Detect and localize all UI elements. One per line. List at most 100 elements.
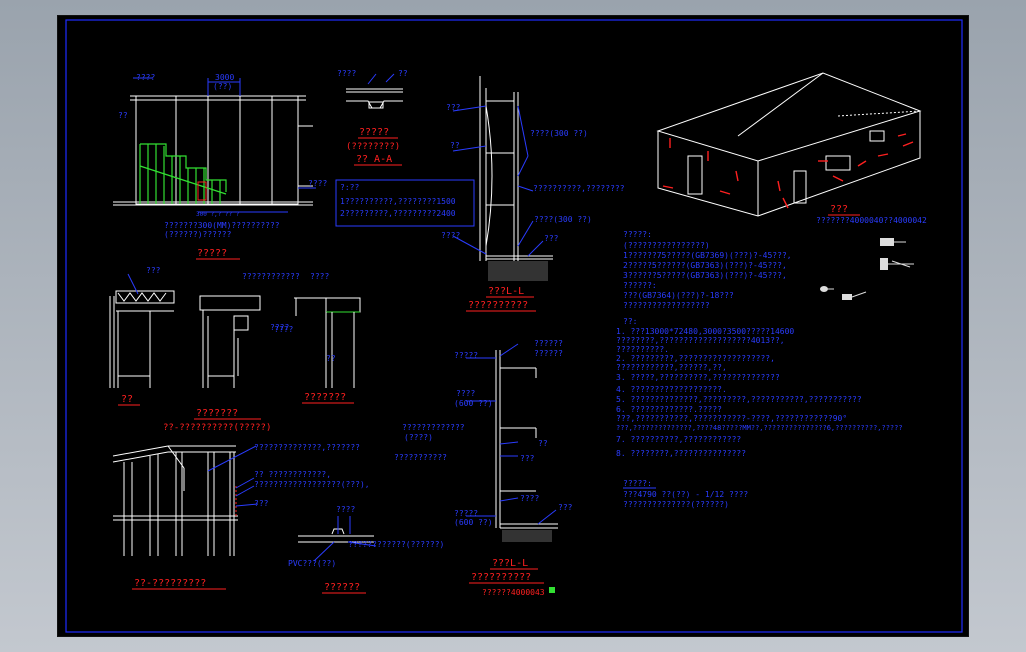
section-l2-drawing (466, 343, 558, 542)
spec-line-5: ??????: (623, 281, 657, 290)
detail-label-4: ???? (310, 272, 329, 281)
title-section-l-sub: ?????????? (468, 300, 528, 311)
notes-box-line2: 2?????????,?????????2400 (340, 209, 456, 218)
joint-label-top: ???? (336, 505, 355, 514)
eave-drawing (112, 445, 259, 556)
wall-dim-top: 3000 (215, 73, 234, 82)
title-ridge-section-sub: (????????) (346, 142, 400, 152)
wall-bottom-dims: 300 ?,? ?? ? (196, 211, 240, 218)
isometric-building (656, 72, 922, 217)
drawing-border (65, 19, 963, 633)
eave-label-1: ??????????????,??????? (254, 443, 360, 452)
note-item-4: 2. ?????????,???????????????????, (616, 354, 775, 363)
note-item-12: 7. ??????????,???????????? (616, 435, 741, 444)
note-item-5: ????????????,??????,??, (616, 363, 727, 372)
detail-drawings (109, 273, 361, 388)
title-ridge-section: ????? (359, 127, 389, 138)
section-label-g: ??? (544, 234, 559, 243)
detail-label-1: ??? (146, 266, 161, 275)
joint-label-right: ????????????(??????) (348, 540, 444, 549)
title-section-l: ???L-L (488, 286, 524, 297)
ridge-section-drawing (346, 73, 403, 109)
section-label-d: ??????????,???????? (533, 184, 625, 193)
wall-label-left-1: ???? (136, 73, 155, 82)
callout-1: ????????????? (402, 423, 465, 432)
spec-line-1: (????????????????) (623, 241, 710, 250)
callout-10: ??? (520, 454, 535, 463)
detail-label-3: ???? (270, 323, 289, 332)
eave-label-3: ??????????????????(???), (254, 480, 370, 489)
title-eave-detail: ??-????????? (134, 578, 206, 589)
wall-label-left-2: ?? (118, 111, 128, 120)
notes-box-head: ?:?? (340, 183, 359, 192)
section-label-e: ????(300 ??) (534, 215, 592, 224)
callout-12: ??? (558, 503, 573, 512)
section-label-a: ??? (446, 103, 461, 112)
callout-2: (????) (404, 433, 433, 442)
spec-line-7: ?????????????????? (623, 301, 710, 310)
title-section-l2: ???L-L (492, 558, 528, 569)
note-item-8: 5. ??????????????,?????????,???????????,… (616, 395, 862, 404)
detail-label-5: ???? (274, 325, 293, 334)
bottom-note-head: ?????: (623, 479, 652, 488)
joint-label-left: PVC???(??) (288, 559, 336, 568)
section-l-drawing (452, 76, 553, 281)
ridge-label-left: ???? (337, 69, 356, 78)
note-item-9: 6. ?????????????.????? (616, 405, 722, 414)
section-label-b: ?? (450, 141, 460, 150)
spec-line-3: 2?????5??????(GB7363)(???)?-45???, (623, 261, 787, 270)
eave-label-4: ??? (254, 499, 269, 508)
callout-11: ???? (520, 494, 539, 503)
callout-13: ????? (454, 509, 478, 518)
note-item-1: 1. ???13000*72480,3000?3500?????14600 (616, 327, 794, 336)
note-item-11: ???,??????????????,????48?????MM??,?????… (616, 424, 903, 432)
notes-box (335, 179, 475, 227)
title-detail-1: ?? (121, 394, 133, 405)
callout-14: (600 ??) (454, 518, 493, 527)
spec-line-6: ???(GB7364)(???)?-18??? (623, 291, 734, 300)
joint-drawing (298, 516, 377, 562)
spec-head: ?????: (623, 230, 652, 239)
title-detail-2: ??????? (196, 408, 238, 419)
note-item-3: ??????????. (616, 345, 669, 354)
wall-elevation (113, 77, 316, 213)
bottom-note-line2: ??????????????(??????) (623, 500, 729, 509)
isometric-sub: ???????4000040??4000042 (816, 216, 927, 225)
callout-6: ???? (456, 389, 475, 398)
title-isometric: ??? (830, 204, 848, 215)
note-item-2: ????????,???????????????????4013??, (616, 336, 785, 345)
wall-label-right-1: ???? (308, 179, 327, 188)
callout-8: ?????? (534, 349, 563, 358)
callout-7: (600 ??) (454, 399, 493, 408)
notes-box-line1: 1??????????,????????1500 (340, 197, 456, 206)
title-detail-3: ??????? (304, 392, 346, 403)
section-label-f: ???? (441, 231, 460, 240)
note-item-6: 3. ?????,??????????,?????????????? (616, 373, 780, 382)
fastener-icons (820, 238, 914, 300)
wall-under-1: ???????300(MM)?????????? (164, 221, 280, 230)
detail-label-6: ?? (326, 354, 336, 363)
title-joint-detail: ?????? (324, 582, 360, 593)
drawing-canvas: 3000 (??) ???? ?? ???? 300 ?,? ?? ? ????… (57, 15, 969, 637)
title-ridge-aa: ?? A-A (356, 154, 392, 165)
notes-head: ??: (623, 317, 637, 326)
note-item-13: 8. ????????,??????????????? (616, 449, 746, 458)
callout-5: ????? (454, 351, 478, 360)
cad-drawing: 3000 (??) ???? ?? ???? 300 ?,? ?? ? ????… (65, 19, 963, 633)
title-wall-elevation: ????? (197, 248, 227, 259)
bottom-note-line1: ???4790 ??(??) - 1/12 ???? (623, 490, 748, 499)
title-detail-2-sub: ??-??????????(?????) (163, 423, 271, 433)
section-label-c: ????(300 ??) (530, 129, 588, 138)
spec-line-4: 3??????5?????(GB7363)(???)?-45???, (623, 271, 787, 280)
spec-line-2: 1??????75?????(GB7369)(???)?-45???, (623, 251, 792, 260)
ridge-label-right: ?? (398, 69, 408, 78)
drawing-number: ??????4000043 (482, 588, 545, 597)
callout-9: ?? (538, 439, 548, 448)
callout-4: ?????? (534, 339, 563, 348)
eave-label-2: ?? ????????????, (254, 470, 331, 479)
wall-under-2: (??????)?????? (164, 230, 232, 239)
note-item-10: ???,???????????,???????????-????,???????… (616, 414, 847, 423)
wall-dim-sub: (??) (213, 82, 232, 91)
detail-label-2: ???????????? (242, 272, 300, 281)
callout-3: ??????????? (394, 453, 447, 462)
